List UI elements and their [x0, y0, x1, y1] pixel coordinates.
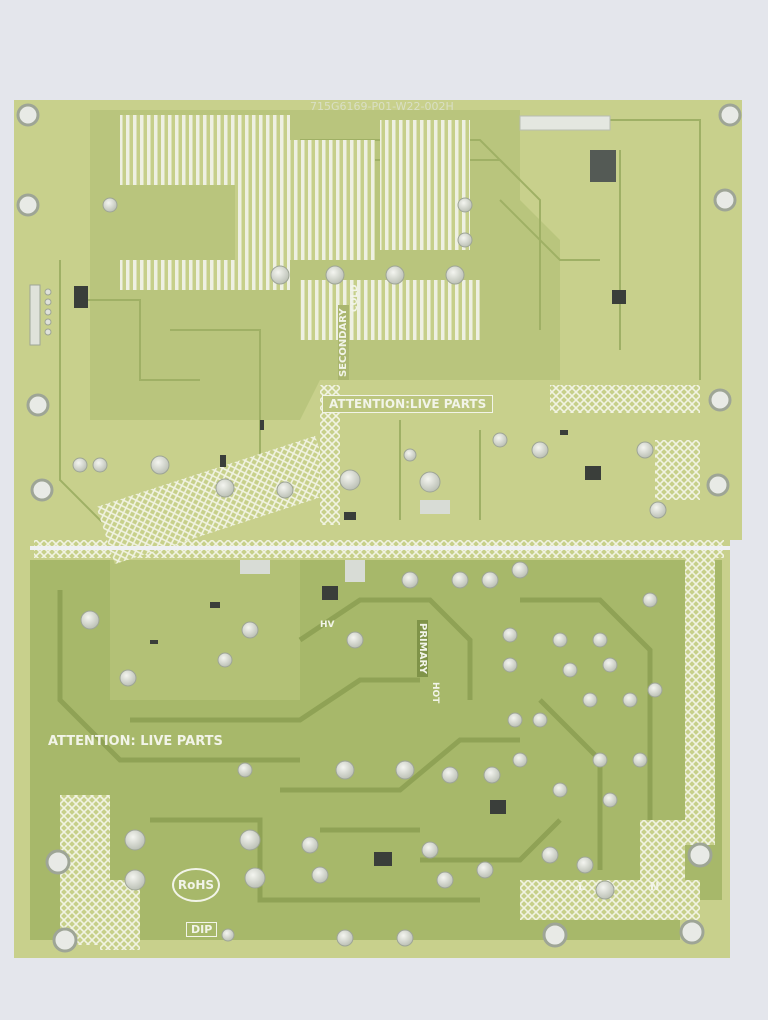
rohs-logo: RoHS: [172, 868, 220, 902]
n-terminal-label: N: [650, 880, 660, 893]
cold-label: COLD: [350, 284, 360, 312]
part-number-label: 715G6169-P01-W22-002H: [310, 100, 454, 113]
dip-label: DIP: [186, 922, 218, 937]
connector-pins: [29, 284, 52, 346]
warning-live-parts-bottom: ATTENTION: LIVE PARTS: [48, 734, 223, 749]
pcb-board: [14, 100, 742, 958]
solder-pads: [72, 197, 667, 947]
isolation-barrier: [34, 385, 724, 950]
smd-components: [74, 115, 626, 866]
copper-traces-primary: [57, 590, 653, 903]
heatsink-solder-fields: [120, 115, 480, 340]
secondary-label: SECONDARY: [338, 305, 349, 380]
hv-label: HV: [320, 620, 335, 630]
primary-label: PRIMARY: [417, 620, 428, 677]
hot-label: HOT: [430, 682, 440, 704]
warning-live-parts-top: ATTENTION:LIVE PARTS: [322, 395, 494, 413]
board-divider-line: [30, 546, 730, 550]
l-terminal-label: L: [578, 880, 586, 893]
mounting-holes: [16, 103, 742, 953]
